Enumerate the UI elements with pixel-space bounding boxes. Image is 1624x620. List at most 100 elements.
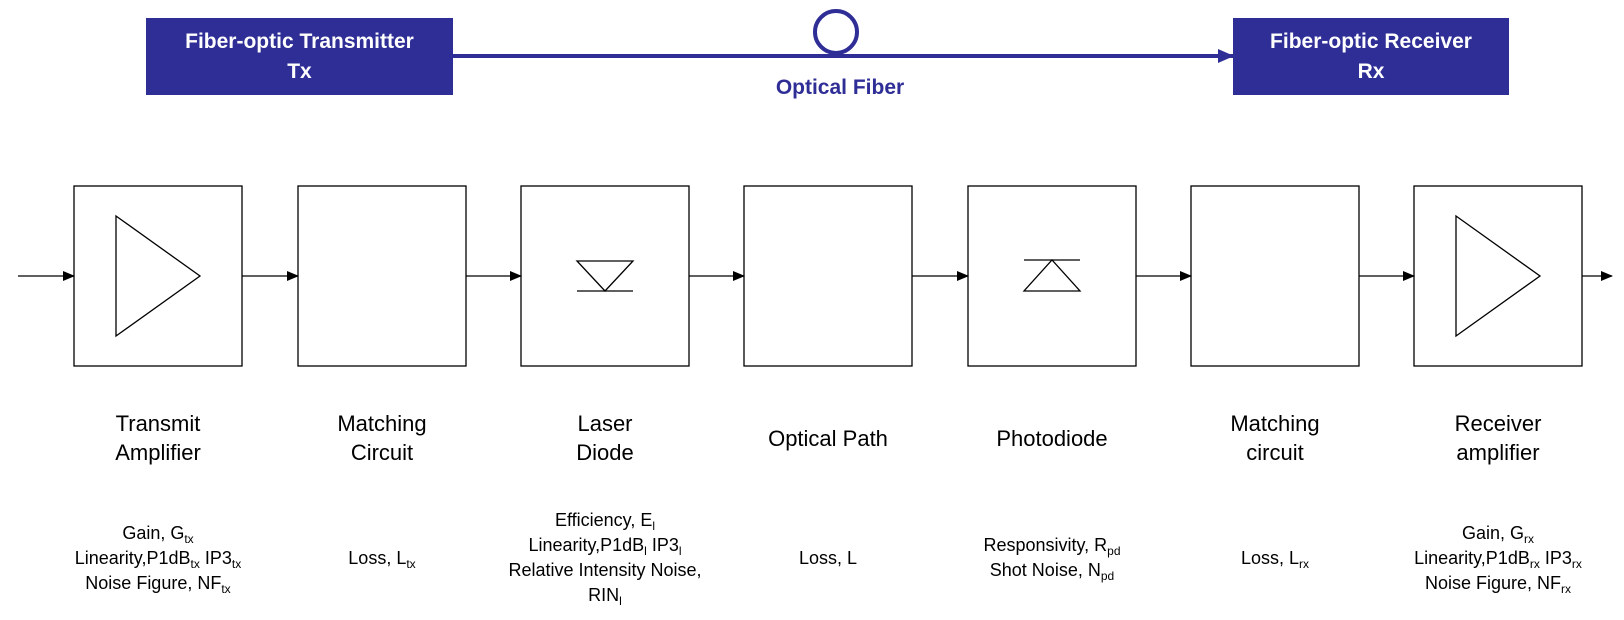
- block-name-line: Receiver: [1454, 411, 1542, 436]
- blocks-layer: [73, 185, 1583, 367]
- block-parameters: Loss, Ltx: [257, 546, 507, 571]
- block-name-line: Diode: [576, 440, 634, 465]
- parameter-line: Responsivity, Rpd: [927, 533, 1177, 558]
- parameter-subscript: pd: [1100, 569, 1115, 583]
- block-box: [73, 185, 243, 367]
- parameter-subscript: rx: [1529, 556, 1540, 571]
- block-5: [967, 185, 1137, 367]
- block-4: [743, 185, 913, 367]
- parameter-subscript: tx: [406, 556, 416, 571]
- block-name-line: Transmit: [115, 411, 201, 436]
- parameter-text: Linearity,P1dB: [1414, 547, 1530, 568]
- block-name-line: amplifier: [1456, 440, 1540, 465]
- parameter-text: Loss, L: [798, 547, 858, 568]
- fiber-loop-icon: [813, 9, 859, 55]
- receiver-title: Fiber-optic Receiver: [1270, 29, 1472, 53]
- parameter-subscript: rx: [1524, 531, 1535, 546]
- transmitter-title: Fiber-optic Transmitter: [185, 29, 414, 53]
- parameter-text: IP3: [646, 535, 679, 555]
- parameter-line: Gain, Grx: [1373, 521, 1623, 546]
- parameter-text: Shot Noise, N: [989, 560, 1101, 580]
- block-name-line: Laser: [577, 411, 633, 436]
- parameter-line: Shot Noise, Npd: [927, 558, 1177, 583]
- parameter-subscript: l: [619, 594, 622, 608]
- parameter-subscript: l: [652, 519, 656, 533]
- parameter-text: Loss, L: [348, 547, 407, 568]
- block-name-line: Matching: [1230, 411, 1320, 436]
- parameter-line: Relative Intensity Noise,: [480, 558, 730, 583]
- parameter-subscript: pd: [1107, 544, 1121, 558]
- parameter-line: Loss, Ltx: [257, 546, 507, 571]
- parameter-text: Linearity,P1dB: [528, 535, 645, 555]
- block-name: Photodiode: [952, 424, 1152, 453]
- parameter-text: Responsivity, R: [983, 535, 1108, 555]
- parameter-subscript: tx: [184, 531, 194, 546]
- parameter-line: Gain, Gtx: [33, 521, 283, 546]
- amplifier-triangle-icon: [1455, 214, 1542, 338]
- receiver-abbrev: Rx: [1357, 59, 1385, 83]
- parameter-line: Linearity,P1dBtx IP3tx: [33, 546, 283, 571]
- block-6: [1190, 185, 1360, 367]
- block-name-line: Photodiode: [996, 426, 1108, 451]
- transmitter-header-box: Fiber-optic Transmitter Tx: [146, 18, 453, 95]
- parameter-subscript: l: [644, 544, 647, 558]
- optical-fiber-link: [453, 9, 1234, 63]
- parameter-text: Noise Figure, NF: [1424, 572, 1562, 593]
- photodiode-icon: [1022, 259, 1082, 292]
- parameter-line: Efficiency, El: [480, 508, 730, 533]
- block-box: [743, 185, 913, 367]
- parameter-subscript: rx: [1561, 581, 1572, 596]
- parameter-line: Noise Figure, NFtx: [33, 571, 283, 596]
- block-name-line: Amplifier: [115, 440, 201, 465]
- parameter-line: Linearity,P1dBrx IP3rx: [1373, 546, 1623, 571]
- parameter-subscript: rx: [1299, 556, 1310, 571]
- receiver-header-box: Fiber-optic Receiver Rx: [1233, 18, 1509, 95]
- parameter-line: RINl: [480, 583, 730, 608]
- parameter-text: IP3: [199, 547, 232, 568]
- parameter-line: Noise Figure, NFrx: [1373, 571, 1623, 596]
- parameter-line: Linearity,P1dBl IP3l: [480, 533, 730, 558]
- block-name: Optical Path: [728, 424, 928, 453]
- parameter-subscript: rx: [1571, 556, 1582, 571]
- laser-diode-icon: [575, 260, 635, 292]
- amplifier-triangle-icon: [115, 214, 202, 338]
- parameter-text: Efficiency, E: [554, 510, 653, 530]
- block-box: [520, 185, 690, 367]
- parameter-text: Gain, G: [122, 522, 185, 543]
- block-name-line: circuit: [1246, 440, 1304, 465]
- block-name-line: Circuit: [350, 440, 414, 465]
- block-parameters: Loss, Lrx: [1150, 546, 1400, 571]
- transmitter-abbrev: Tx: [287, 59, 312, 83]
- block-name-line: Optical Path: [768, 426, 888, 451]
- block-parameters: Loss, L: [703, 546, 953, 571]
- block-name-line: Matching: [337, 411, 427, 436]
- parameter-text: Loss, L: [1240, 547, 1300, 568]
- parameter-subscript: tx: [221, 581, 231, 596]
- block-box: [297, 185, 467, 367]
- parameter-line: Loss, L: [703, 546, 953, 571]
- parameter-text: Relative Intensity Noise,: [508, 560, 702, 580]
- block-box: [1413, 185, 1583, 367]
- block-box: [967, 185, 1137, 367]
- parameter-text: IP3: [1539, 547, 1572, 568]
- block-2: [297, 185, 467, 367]
- block-3: [520, 185, 690, 367]
- block-name: Matching circuit: [1175, 409, 1375, 467]
- parameter-text: Gain, G: [1461, 522, 1525, 543]
- parameter-subscript: tx: [190, 556, 200, 571]
- parameter-line: Loss, Lrx: [1150, 546, 1400, 571]
- parameter-subscript: tx: [231, 556, 242, 571]
- parameter-text: Linearity,P1dB: [74, 547, 191, 568]
- block-1: [73, 185, 243, 367]
- parameter-text: Noise Figure, NF: [85, 572, 222, 593]
- block-box: [1190, 185, 1360, 367]
- parameter-text: RIN: [588, 585, 620, 605]
- block-name: Receiver amplifier: [1398, 409, 1598, 467]
